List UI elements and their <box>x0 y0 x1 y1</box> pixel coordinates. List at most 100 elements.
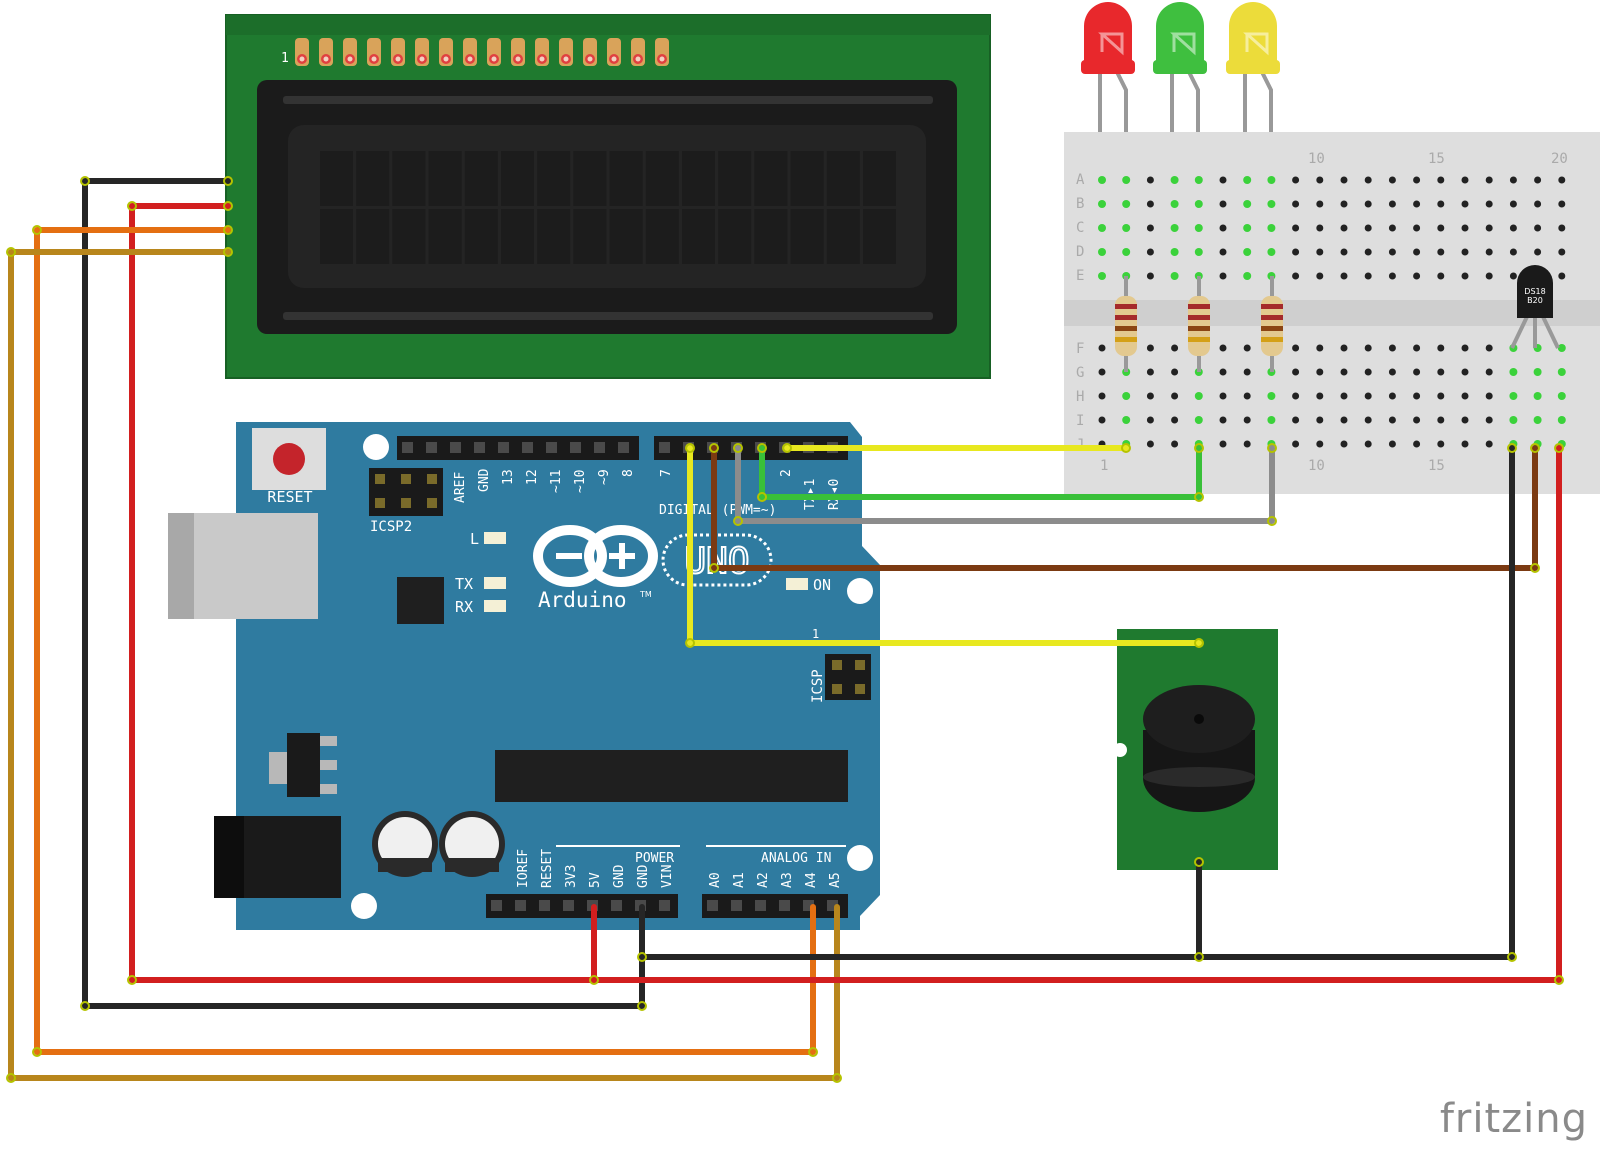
wire-red-lcd-5v <box>129 203 597 983</box>
breadboard-hole <box>1146 392 1154 400</box>
header-pin <box>402 442 413 453</box>
wire-endpoint <box>1194 638 1204 648</box>
icsp2-label: ICSP2 <box>370 519 412 535</box>
breadboard-hole <box>1219 248 1227 256</box>
temperature-sensor: DS18 B20 <box>1510 265 1560 349</box>
breadboard-hole <box>1292 368 1300 376</box>
lcd-cell <box>826 209 860 264</box>
breadboard-hole <box>1461 344 1469 352</box>
pin-label-10: ~10 <box>573 470 588 493</box>
wire-endpoint <box>733 443 743 453</box>
pin-label-12: 12 <box>525 469 540 485</box>
header-pin <box>426 442 437 453</box>
arduino-uno-board: RESET ICSP2 L TX RX ON Arduino <box>168 422 880 930</box>
breadboard-hole <box>1316 440 1324 448</box>
breadboard-hole <box>1413 224 1421 232</box>
breadboard-hole <box>1485 272 1493 280</box>
breadboard-hole <box>1194 176 1203 184</box>
wire-black-gnd-bus <box>639 445 1515 960</box>
breadboard-hole <box>1534 224 1542 232</box>
wire-yellow-buzzer <box>687 445 1202 646</box>
wire-endpoint <box>1554 443 1564 453</box>
breadboard-hole <box>1485 248 1493 256</box>
breadboard-hole <box>1098 176 1106 184</box>
header-pin <box>611 900 622 911</box>
wire-endpoint <box>223 247 233 257</box>
reset-button-cap[interactable] <box>273 443 305 475</box>
lcd-cell <box>863 151 896 206</box>
wire-endpoint <box>637 1001 647 1011</box>
breadboard-hole <box>1146 176 1154 184</box>
breadboard-hole <box>1437 392 1445 400</box>
pin-label-11: ~11 <box>549 470 564 493</box>
wire-endpoint <box>1194 443 1204 453</box>
breadboard-hole <box>1364 176 1372 184</box>
breadboard-hole <box>1267 224 1276 232</box>
breadboard-hole <box>1098 272 1106 280</box>
regulator-tab <box>269 752 289 784</box>
header-pin <box>659 900 670 911</box>
breadboard-hole <box>1509 176 1517 184</box>
breadboard-hole <box>1364 392 1372 400</box>
breadboard-hole <box>1388 272 1396 280</box>
breadboard-hole <box>1243 200 1252 208</box>
row-label-h: H <box>1076 389 1084 405</box>
pin-label-a1: A1 <box>732 872 747 888</box>
breadboard-hole <box>1171 392 1179 400</box>
wire-endpoint <box>32 1047 42 1057</box>
header-pin <box>779 900 790 911</box>
arduino-pcb <box>236 422 880 930</box>
breadboard-hole <box>1292 224 1300 232</box>
header-pin <box>515 900 526 911</box>
breadboard-hole <box>1485 440 1493 448</box>
wire-endpoint <box>223 225 233 235</box>
breadboard-hole <box>1461 272 1469 280</box>
sensor-label-1: DS18 <box>1524 287 1545 296</box>
breadboard-hole <box>1461 368 1469 376</box>
usb-chip <box>397 577 444 624</box>
breadboard-hole <box>1437 344 1445 352</box>
breadboard-hole <box>1340 344 1348 352</box>
breadboard-hole <box>1485 200 1493 208</box>
header-pin <box>618 442 629 453</box>
breadboard-hole <box>1364 224 1372 232</box>
breadboard-hole <box>1388 392 1396 400</box>
breadboard-hole <box>1170 248 1179 256</box>
breadboard-hole <box>1292 440 1300 448</box>
breadboard-hole <box>1534 176 1542 184</box>
breadboard-hole <box>1388 440 1396 448</box>
pin-label-a4: A4 <box>804 872 819 888</box>
breadboard-hole <box>1243 440 1251 448</box>
lcd-cell <box>320 209 353 264</box>
breadboard-hole <box>1340 272 1348 280</box>
wire-endpoint <box>6 1073 16 1083</box>
row-label-a: A <box>1076 172 1085 188</box>
breadboard-hole <box>1098 368 1106 376</box>
wire-endpoint <box>1507 443 1517 453</box>
wire-endpoint <box>80 1001 90 1011</box>
resistor-group <box>1115 276 1283 372</box>
lcd-cell <box>428 209 462 264</box>
row-label-d: D <box>1076 244 1084 260</box>
breadboard-hole <box>1219 272 1227 280</box>
pin-label-gnd-1: GND <box>612 864 627 888</box>
breadboard-hole <box>1267 392 1276 400</box>
lcd-cell <box>754 209 788 264</box>
wire-endpoint <box>1530 563 1540 573</box>
on-label: ON <box>813 576 831 594</box>
breadboard-hole <box>1340 200 1348 208</box>
breadboard-hole <box>1146 248 1154 256</box>
breadboard-hole <box>1219 440 1227 448</box>
pin-label-2: 2 <box>779 469 794 477</box>
breadboard-hole <box>1413 176 1421 184</box>
breadboard-hole <box>1558 272 1566 280</box>
breadboard-hole <box>1194 224 1203 232</box>
wire-ochre-lcd-scl <box>8 249 840 1081</box>
breadboard-hole <box>1098 344 1106 352</box>
breadboard-hole <box>1170 200 1179 208</box>
wire-endpoint <box>223 201 233 211</box>
lcd-cell <box>754 151 788 206</box>
breadboard-hole <box>1146 224 1154 232</box>
breadboard-hole <box>1292 416 1300 424</box>
